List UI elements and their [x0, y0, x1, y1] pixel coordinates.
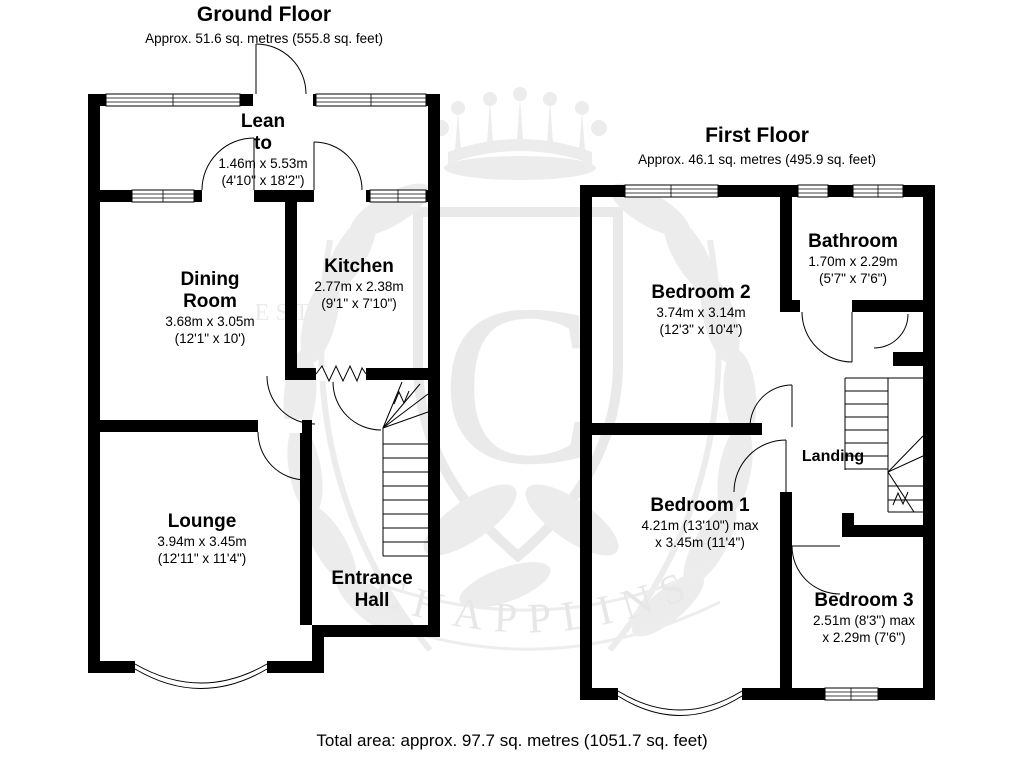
room-name: Entrance Hall: [331, 568, 413, 611]
ff-stairs: [844, 377, 924, 513]
room-name: Lean to: [240, 111, 286, 154]
room-name: Kitchen: [324, 256, 394, 277]
room-label-bedroom-3: Bedroom 3 2.51m (8'3") max x 2.29m (7'6"…: [813, 590, 915, 646]
room-dims-imperial: (4'10" x 18'2"): [221, 173, 305, 188]
room-label-dining-room: Dining Room 3.68m x 3.05m (12'1" x 10'): [165, 269, 254, 347]
room-dims-metric: 1.70m x 2.29m: [808, 254, 898, 269]
room-dims-metric: 2.77m x 2.38m: [314, 279, 404, 294]
room-label-bathroom: Bathroom 1.70m x 2.29m (5'7" x 7'6"): [808, 231, 898, 287]
window: [315, 93, 427, 107]
gf-doors: [201, 43, 382, 481]
ground-floor-title: Ground Floor: [196, 3, 332, 26]
gf-stairs: [382, 381, 429, 557]
ff-bay-window: [617, 690, 743, 716]
ground-floor-subtitle: Approx. 51.6 sq. metres (555.8 sq. feet): [145, 31, 383, 46]
room-name: Landing: [801, 448, 865, 465]
room-label-bedroom-2: Bedroom 2 3.74m x 3.14m (12'3" x 10'4"): [651, 282, 750, 338]
room-label-lounge: Lounge 3.94m x 3.45m (12'11" x 11'4"): [157, 511, 246, 567]
room-name: Dining Room: [180, 269, 240, 312]
ground-floor-header: Ground Floor Approx. 51.6 sq. metres (55…: [145, 3, 383, 47]
crown-icon: [433, 87, 607, 180]
room-dims-imperial: (12'3" x 10'4"): [659, 322, 743, 337]
watermark-initial: C: [441, 257, 594, 512]
laurel-leaves: [283, 183, 757, 652]
window: [824, 687, 879, 701]
ground-floor-plan: [88, 43, 440, 689]
first-floor-plan: [580, 184, 935, 716]
room-label-entrance-hall: Entrance Hall: [331, 568, 412, 612]
watermark-est: EST: [255, 300, 316, 326]
room-dims-metric: 3.94m x 3.45m: [157, 534, 247, 549]
room-dims-imperial: (9'1" x 7'10"): [321, 296, 397, 311]
window: [131, 189, 195, 203]
room-label-kitchen: Kitchen 2.77m x 2.38m (9'1" x 7'10"): [314, 256, 403, 312]
ff-doors: [733, 311, 909, 595]
room-label-bedroom-1: Bedroom 1 4.21m (13'10") max x 3.45m (11…: [642, 495, 759, 551]
room-name: Lounge: [167, 511, 237, 532]
shield-icon: C EST: [255, 207, 623, 563]
window: [105, 93, 241, 107]
room-name: Bathroom: [808, 231, 898, 252]
room-dims-imperial: (12'11" x 11'4"): [157, 551, 247, 566]
window: [852, 184, 904, 198]
window: [624, 184, 719, 198]
room-dims-metric: 3.68m x 3.05m: [165, 314, 255, 329]
room-label-lean-to: Lean to 1.46m x 5.53m (4'10" x 18'2"): [218, 111, 307, 189]
cupboard-door-arc: [873, 313, 909, 349]
first-floor-title: First Floor: [705, 124, 809, 147]
room-name: Bedroom 1: [650, 495, 750, 516]
room-dims-imperial: (5'7" x 7'6"): [818, 271, 888, 286]
room-dims-imperial: (12'1" x 10'): [174, 331, 246, 346]
window: [797, 184, 829, 198]
room-dims-metric: 4.21m (13'10") max: [641, 518, 759, 533]
first-floor-subtitle: Approx. 46.1 sq. metres (495.9 sq. feet): [638, 152, 876, 167]
room-name: Bedroom 2: [651, 282, 751, 303]
room-label-landing: Landing: [802, 446, 864, 468]
stairs-direction-arrow: [892, 491, 909, 506]
window: [369, 189, 427, 203]
total-area-text: Total area: approx. 97.7 sq. metres (105…: [316, 731, 708, 750]
room-dims-imperial: x 3.45m (11'4"): [655, 535, 745, 550]
room-dims-metric: 1.46m x 5.53m: [218, 156, 308, 171]
room-dims-imperial: x 2.29m (7'6"): [822, 630, 906, 645]
gf-door-gaps: [135, 93, 366, 674]
room-dims-metric: 2.51m (8'3") max: [813, 613, 915, 628]
ff-door-gaps: [618, 299, 852, 701]
stairs-direction-arrow: [393, 390, 410, 405]
first-floor-header: First Floor Approx. 46.1 sq. metres (495…: [638, 124, 876, 168]
room-dims-metric: 3.74m x 3.14m: [656, 305, 746, 320]
gf-opening-zigzag: [315, 364, 367, 383]
gf-bay-window: [134, 663, 268, 689]
room-name: Bedroom 3: [814, 590, 914, 611]
